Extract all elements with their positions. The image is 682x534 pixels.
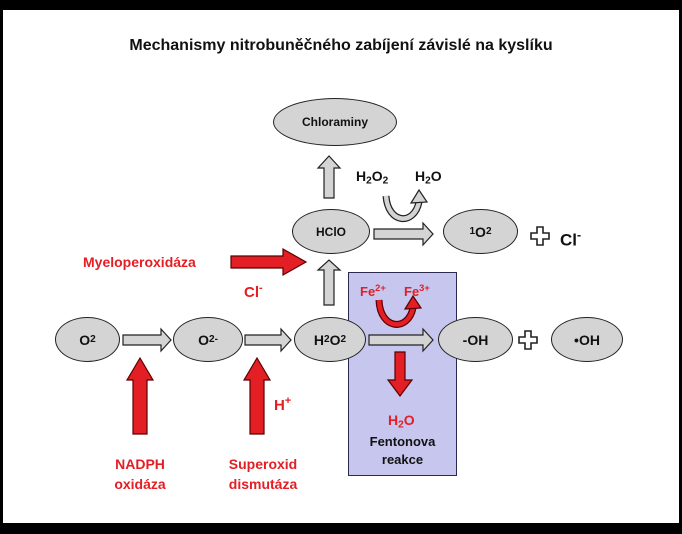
node-hydroxyl-radical: •OH: [551, 317, 623, 362]
label-h2o2-top: H2O2: [356, 168, 389, 187]
node-chloraminy: Chloraminy: [273, 98, 397, 146]
node-hclo: HClO: [292, 209, 370, 254]
diagram-title: Mechanismy nitrobuněčného zabíjení závis…: [129, 37, 553, 54]
plus-icon: [518, 330, 538, 350]
label-h2o-fenton: H2O: [388, 412, 415, 431]
arrow-hclo-to-singlet-o2: [373, 221, 434, 247]
arrow-fenton-down: [386, 351, 414, 397]
label-chloride-left: Cl-: [244, 282, 263, 301]
arrows-layer: [122, 155, 434, 435]
arrow-h2o2-to-hclo: [316, 259, 342, 306]
arrow-h2o2-to-oh: [368, 327, 434, 353]
slide: Mechanismy nitrobuněčného zabíjení závis…: [3, 10, 679, 523]
plus-icon: [530, 226, 550, 246]
label-nadph-oxidase: NADPH oxidáza: [114, 456, 166, 492]
label-myeloperoxidase: Myeloperoxidáza: [83, 254, 196, 270]
arrow-hclo-to-chloraminy: [316, 155, 342, 199]
arrow-o2-to-superoxide: [122, 327, 172, 353]
label-superoxide-dismutase: Superoxid dismutáza: [228, 456, 298, 492]
label-fenton-reaction: Fentonova reakce: [369, 434, 436, 467]
label-fe2: Fe2+: [360, 283, 386, 300]
label-h2o-top: H2O: [415, 168, 442, 187]
arrow-myeloperoxidase: [230, 247, 308, 277]
arrow-superoxide-dismutase: [242, 356, 272, 435]
label-fe3: Fe3+: [404, 283, 430, 300]
arrow-superoxide-to-h2o2: [244, 327, 292, 353]
label-chloride-right: Cl-: [560, 228, 582, 250]
label-proton: H+: [274, 395, 292, 414]
arrow-nadph-oxidase: [125, 356, 155, 435]
node-hydroxide: -OH: [438, 317, 513, 362]
